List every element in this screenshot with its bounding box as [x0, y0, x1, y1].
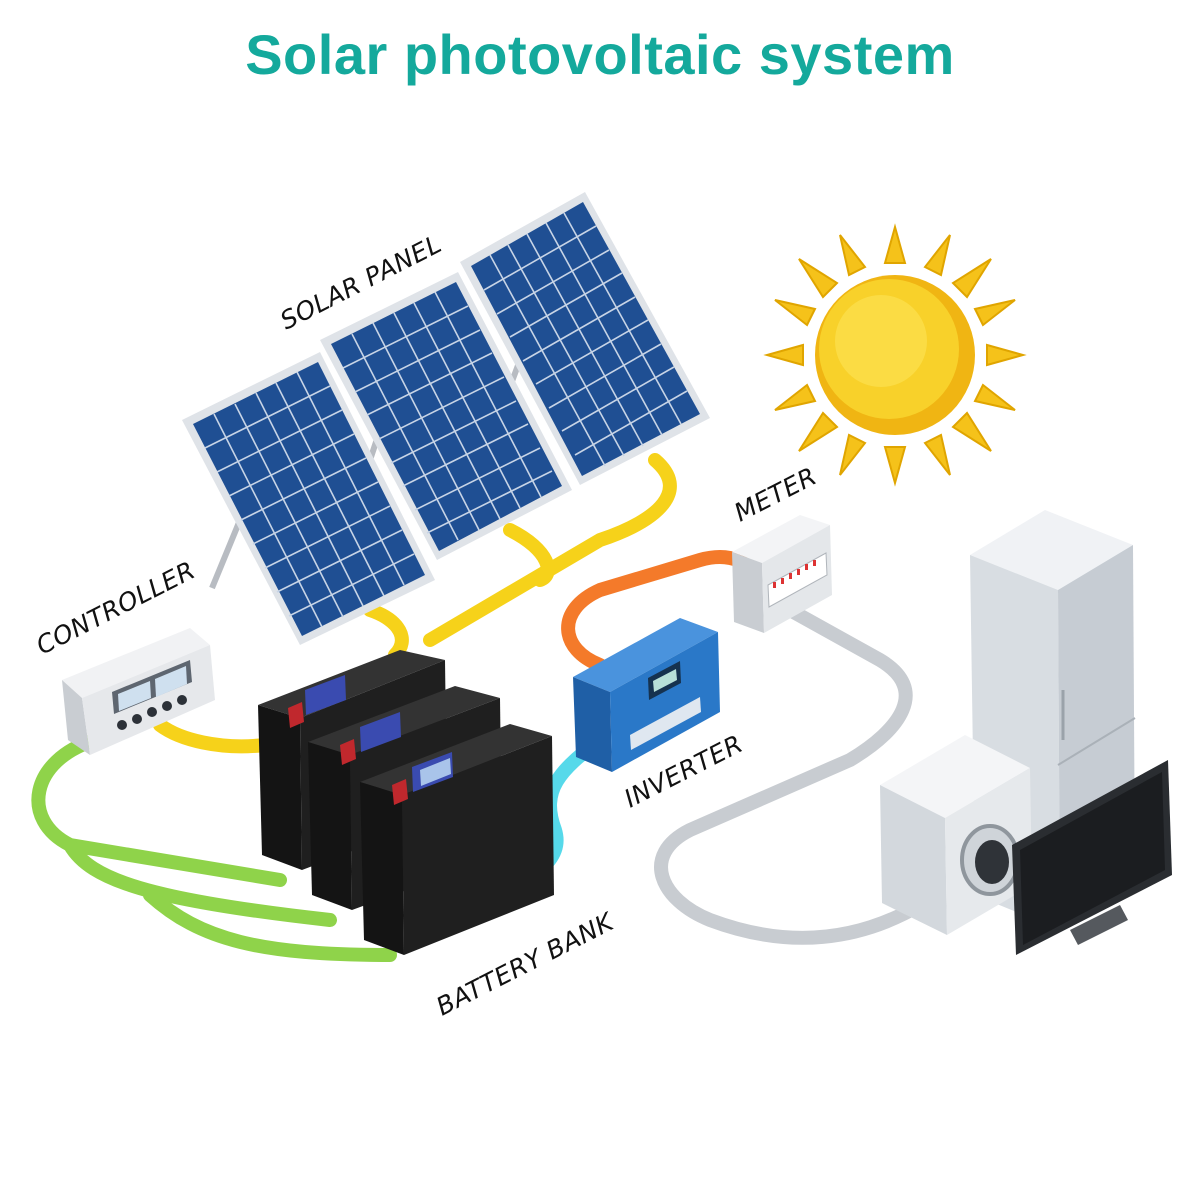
- label-meter: METER: [730, 461, 822, 527]
- wire-yellow-left: [370, 610, 402, 655]
- wire-yellow-controller: [160, 725, 265, 746]
- wire-yellow-mid: [510, 530, 548, 580]
- battery-bank: [258, 650, 554, 955]
- sun-icon: [767, 227, 1023, 483]
- meter-box-icon: [732, 515, 832, 633]
- panel-support: [212, 520, 240, 588]
